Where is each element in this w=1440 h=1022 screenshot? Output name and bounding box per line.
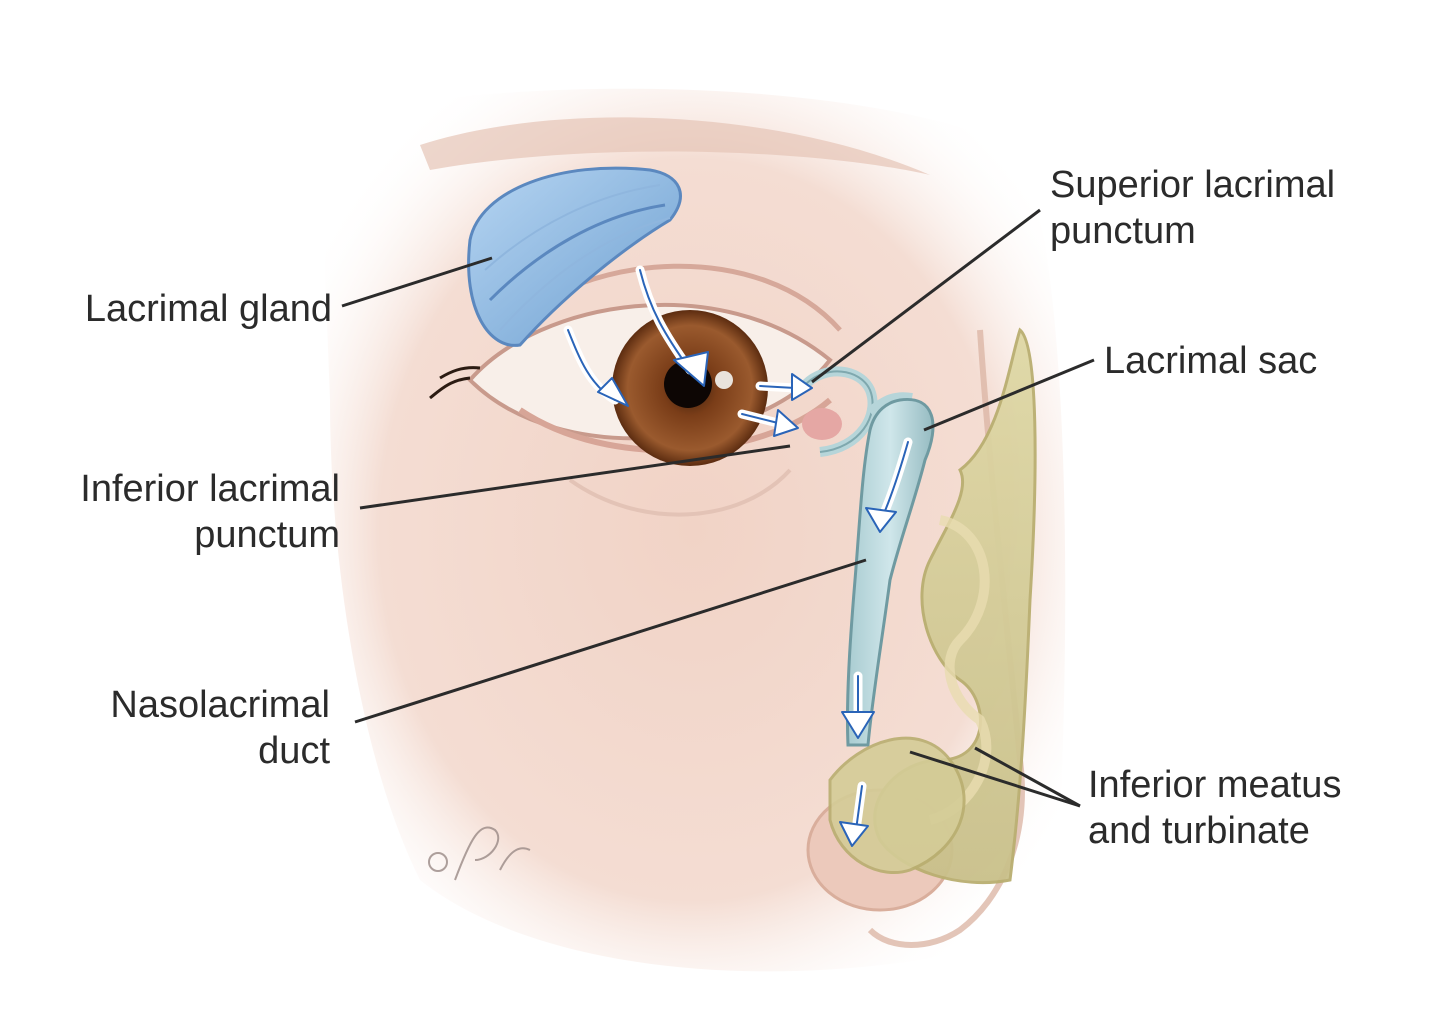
nasal-turbinate [828,327,1037,885]
leader-nasolacrimal-duct [354,558,867,724]
drainage-system [802,366,935,747]
label-lacrimal-sac: Lacrimal sac [1104,340,1318,382]
leader-lacrimal-sac [923,358,1095,432]
arrow-heads [597,351,897,847]
leader-lines [341,208,1095,808]
leader-inferior-meatus-1 [909,750,1081,808]
leader-superior-punctum [811,208,1041,384]
artist-signature [428,826,531,881]
label-inferior-lacrimal-punctum: Inferior lacrimal punctum [80,468,340,556]
lacrimal-gland-illustration [467,166,682,347]
label-nasolacrimal-duct: Nasolacrimal duct [110,684,330,772]
label-lacrimal-gland: Lacrimal gland [84,288,332,330]
label-superior-lacrimal-punctum: Superior lacrimal punctum [1050,164,1336,252]
label-inferior-meatus-and-turbinate: Inferior meatus and turbinate [1088,764,1342,852]
leader-inferior-meatus-2 [974,746,1081,808]
leader-inferior-punctum [359,444,791,510]
eye [429,263,842,517]
leader-lacrimal-gland [341,256,493,308]
